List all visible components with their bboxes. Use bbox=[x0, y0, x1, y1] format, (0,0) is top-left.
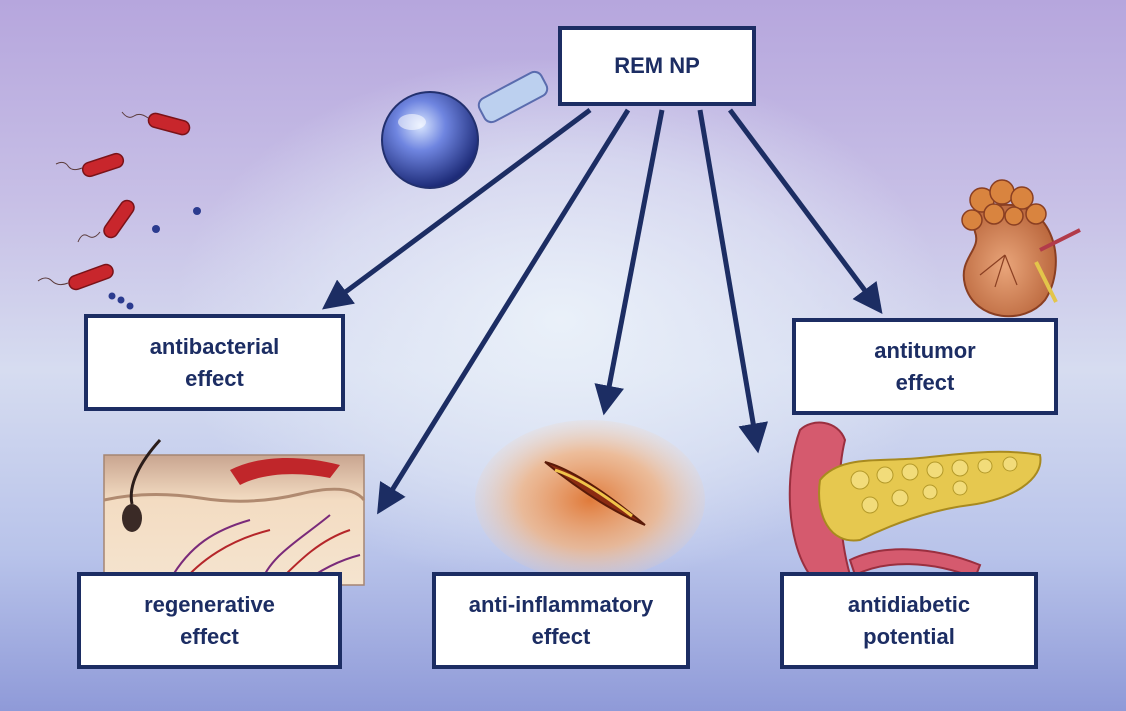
regenerative-effect-label: regenerative effect bbox=[144, 591, 275, 649]
arrow-to-regenerative bbox=[377, 108, 631, 515]
antitumor-effect-label: antitumor effect bbox=[874, 337, 976, 395]
bacteria-illustration bbox=[37, 111, 201, 310]
arrow-to-antibacterial bbox=[321, 107, 592, 310]
arrow-to-antitumor bbox=[727, 108, 883, 315]
skin-wound-illustration bbox=[103, 438, 366, 586]
kidney-tumor-illustration bbox=[961, 179, 1081, 318]
anti-inflammatory-effect-box: anti-inflammatory effect bbox=[432, 572, 690, 669]
anti-inflammatory-effect-label: anti-inflammatory effect bbox=[468, 591, 654, 649]
antidiabetic-potential-box: antidiabetic potential bbox=[780, 572, 1038, 669]
antibacterial-effect-box: antibacterial effect bbox=[84, 314, 345, 411]
root-node-box: REM NP bbox=[558, 26, 756, 106]
root-node-label: REM NP bbox=[614, 53, 700, 78]
antitumor-effect-box: antitumor effect bbox=[792, 318, 1058, 415]
flask-illustration bbox=[381, 70, 549, 189]
antibacterial-effect-label: antibacterial effect bbox=[149, 333, 280, 391]
arrow-to-antiinflammatory bbox=[594, 109, 665, 416]
arrow-to-antidiabetic bbox=[697, 109, 769, 454]
antidiabetic-potential-label: antidiabetic potential bbox=[847, 591, 971, 649]
inflamed-wound-illustration bbox=[475, 420, 705, 580]
regenerative-effect-box: regenerative effect bbox=[77, 572, 342, 669]
